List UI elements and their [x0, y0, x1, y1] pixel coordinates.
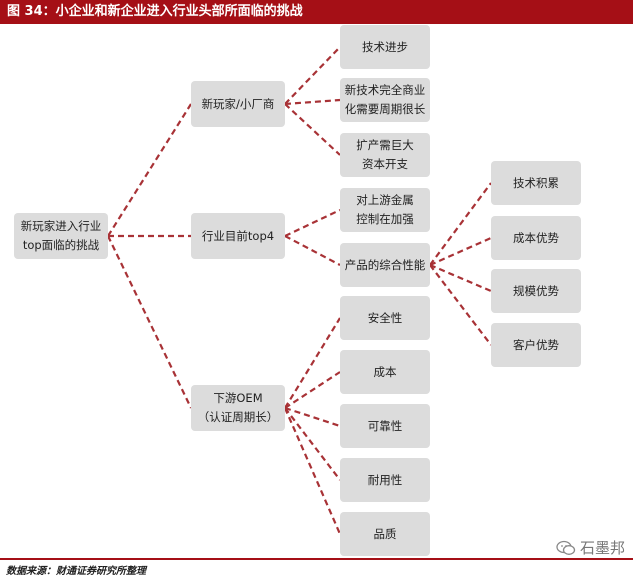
connector-product-cost-adv [429, 236, 492, 267]
connector-oem-quality [283, 407, 342, 535]
connector-oem-cost [284, 371, 341, 409]
connector-oem-safety [284, 317, 341, 409]
connector-product-tech-accum [429, 182, 492, 266]
node-durability: 耐用性 [340, 458, 430, 502]
branch-oem: 下游OEM （认证周期长） [191, 385, 285, 431]
wechat-icon [556, 540, 576, 556]
watermark: 石墨邦 [556, 537, 625, 558]
node-reliability: 可靠性 [340, 404, 430, 448]
connector-new-player-commercial [284, 98, 341, 106]
node-tech-accum: 技术积累 [491, 161, 581, 205]
connector-new-player-tech [284, 46, 341, 105]
node-product-perf: 产品的综合性能 [340, 243, 430, 287]
node-scale-adv: 规模优势 [491, 269, 581, 313]
node-safety: 安全性 [340, 296, 430, 340]
figure-title: 图 34：小企业和新企业进入行业头部所面临的挑战 [0, 0, 633, 24]
connector-product-scale-adv [429, 263, 492, 293]
node-quality: 品质 [340, 512, 430, 556]
node-tech-progress: 技术进步 [340, 25, 430, 69]
node-customer-adv: 客户优势 [491, 323, 581, 367]
node-capacity: 扩产需巨大 资本开支 [340, 133, 430, 177]
data-source: 数据来源：财通证券研究所整理 [6, 566, 146, 577]
root-node: 新玩家进入行业 top面临的挑战 [14, 213, 108, 259]
connector-root-new-player [107, 103, 192, 237]
node-metal-control: 对上游金属 控制在加强 [340, 188, 430, 232]
node-cost-adv: 成本优势 [491, 216, 581, 260]
connector-top4-metal [284, 209, 341, 237]
footer-divider [0, 558, 633, 560]
connector-product-customer-adv [429, 264, 492, 346]
watermark-text: 石墨邦 [579, 539, 625, 557]
branch-new-player: 新玩家/小厂商 [191, 81, 285, 127]
node-cost: 成本 [340, 350, 430, 394]
branch-top4: 行业目前top4 [191, 213, 285, 259]
node-commercialize: 新技术完全商业 化需要周期很长 [340, 78, 430, 122]
connector-top4-product [284, 235, 341, 266]
connector-new-player-capacity [284, 103, 341, 156]
connector-oem-durability [284, 407, 341, 481]
connector-root-oem [107, 235, 192, 409]
